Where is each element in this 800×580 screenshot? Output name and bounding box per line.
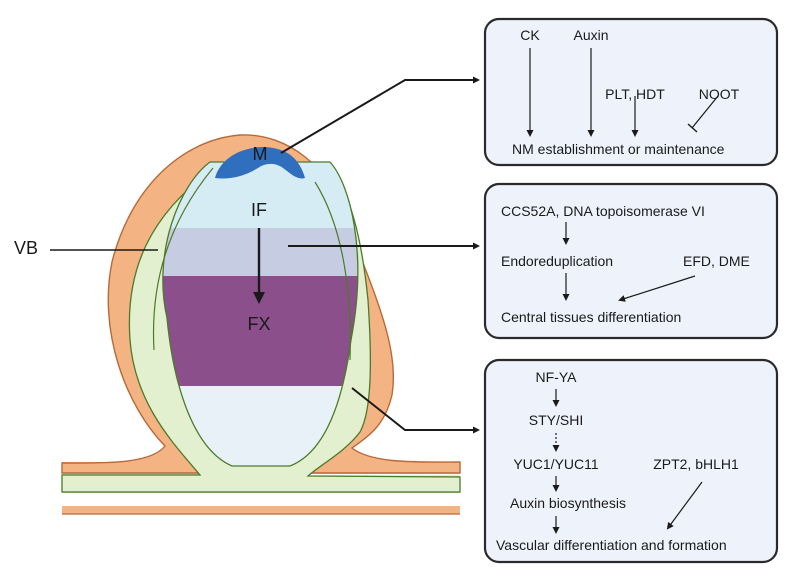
panel-vascular: NF-YA STY/SHI YUC1/YUC11 Auxin biosynthe… [483,358,779,564]
central-side: EFD, DME [683,253,750,269]
meristem [215,147,305,179]
input-plt-hdt: PLT, HDT [605,86,665,102]
central-target: Central tissues differentiation [501,309,681,325]
connector-meristem [280,76,480,154]
label-fixation-zone: FX [247,314,270,334]
panel-meristem: CK Auxin PLT, HDT NOOT NM establishment … [483,17,779,167]
vascular-side: ZPT2, bHLH1 [653,456,739,472]
central-line1: CCS52A, DNA topoisomerase VI [501,203,705,219]
step-auxin-biosynthesis: Auxin biosynthesis [510,495,626,511]
central-tissue-outline [162,161,359,467]
inhibit-noot [691,95,719,129]
step-nfya: NF-YA [536,369,578,385]
input-auxin: Auxin [573,27,608,43]
panel-central: CCS52A, DNA topoisomerase VI Endoredupli… [483,182,779,340]
step-sty-shi: STY/SHI [529,412,583,428]
connector-vascular [351,387,480,434]
central-endoreduplication: Endoreduplication [501,253,613,269]
label-vascular-bundle: VB [14,238,38,258]
root-cortex-bottom [62,506,460,514]
input-noot: NOOT [699,86,740,102]
vascular-target: Vascular differentiation and formation [496,537,727,553]
label-meristem: M [253,144,268,164]
step-yuc: YUC1/YUC11 [513,456,599,472]
label-infection-zone: IF [251,200,267,220]
interzone [162,228,358,276]
input-ck: CK [520,27,540,43]
target-nm: NM establishment or maintenance [512,141,725,157]
